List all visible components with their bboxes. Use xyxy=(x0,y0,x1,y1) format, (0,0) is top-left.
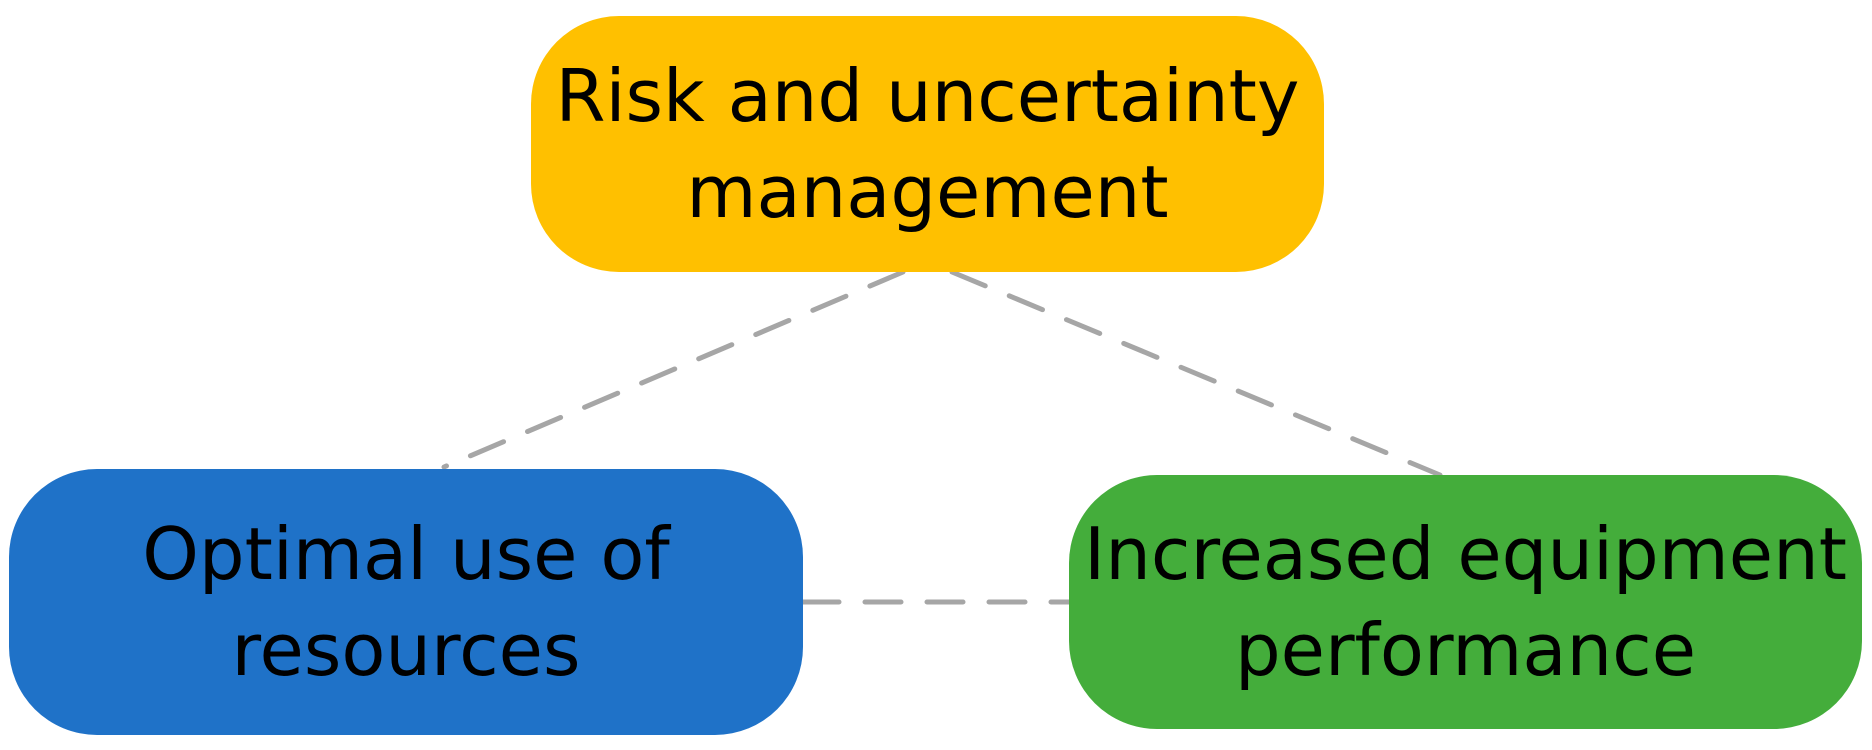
node-optimal-use-of-resources: Optimal use of resources xyxy=(9,469,803,735)
connector-risk-to-resources xyxy=(441,269,906,470)
node-label-line-2: management xyxy=(686,150,1169,234)
node-label-line-1: Optimal use of xyxy=(142,512,670,596)
node-label-line-2: performance xyxy=(1234,608,1697,692)
node-increased-equipment-performance: Increased equipment performance xyxy=(1069,475,1862,729)
node-label-line-1: Risk and uncertainty xyxy=(555,54,1300,138)
node-risk-and-uncertainty-management: Risk and uncertainty management xyxy=(531,16,1324,272)
node-label-line-1: Increased equipment xyxy=(1084,512,1847,596)
connector-risk-to-equipment xyxy=(949,269,1443,478)
node-label-line-2: resources xyxy=(231,608,581,692)
